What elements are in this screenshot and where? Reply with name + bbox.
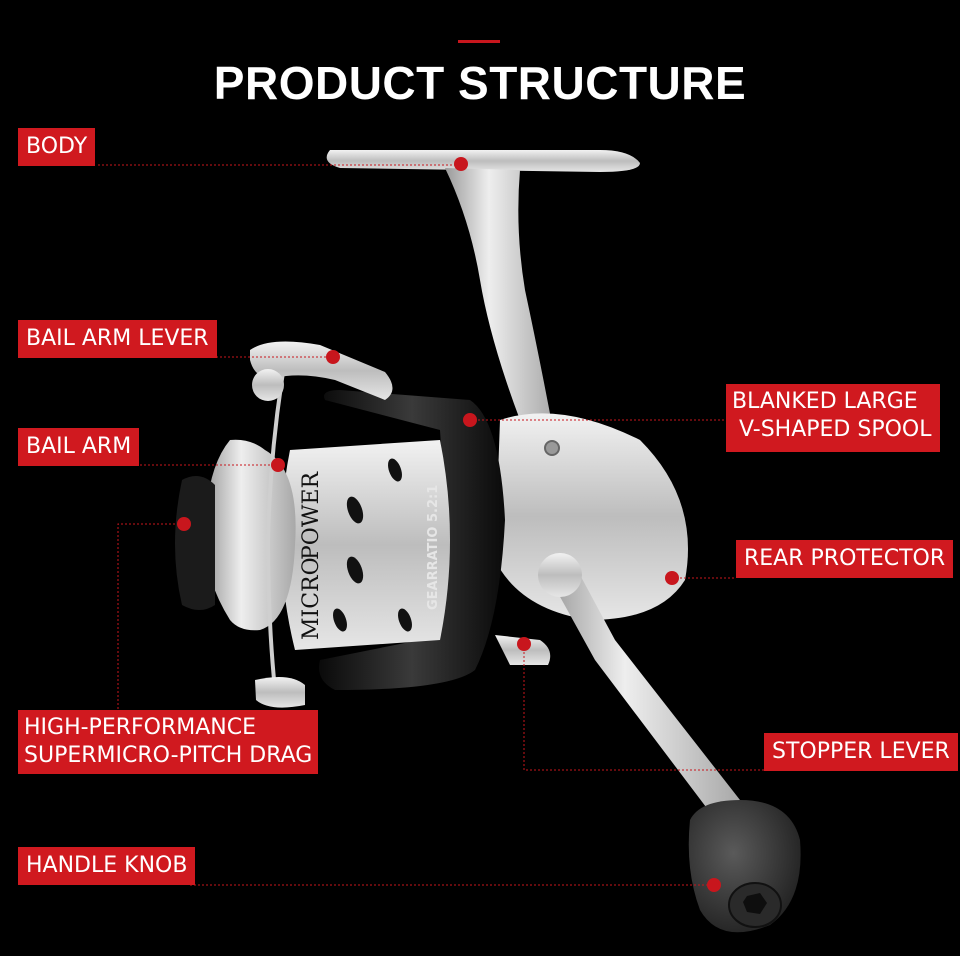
- reel-foot: [326, 150, 640, 172]
- page-title: PRODUCT STRUCTURE: [213, 57, 747, 109]
- marker-spool: [463, 413, 477, 427]
- drag-knob: [175, 476, 215, 610]
- reel-stem: [445, 168, 555, 440]
- handle-arm: [548, 560, 740, 815]
- label-body: BODY: [18, 128, 96, 166]
- marker-stopper: [517, 637, 531, 651]
- spool-holes: [333, 458, 412, 632]
- spool-skirt: [281, 440, 450, 650]
- marker-bail-arm: [271, 458, 285, 472]
- label-stopper-lever: STOPPER LEVER: [764, 733, 958, 771]
- rotor-cup: [319, 390, 505, 690]
- marker-bail-lever: [326, 350, 340, 364]
- marker-dots: [177, 157, 721, 892]
- marker-body: [454, 157, 468, 171]
- reel-brand-line-1: MICRO: [299, 557, 324, 640]
- label-rear-protector: REAR PROTECTOR: [736, 540, 954, 578]
- marker-drag: [177, 517, 191, 531]
- housing-screw: [544, 440, 560, 456]
- bail-lever: [250, 341, 393, 400]
- reel-gear-ratio: GEARRATIO 5.2:1: [426, 485, 441, 610]
- front-spool: [205, 439, 296, 631]
- label-bail-arm: BAIL ARM: [18, 428, 140, 466]
- gear-housing: [495, 413, 688, 620]
- label-spool: BLANKED LARGE V-SHAPED SPOOL: [726, 384, 940, 452]
- label-handle-knob: HANDLE KNOB: [18, 847, 196, 885]
- label-drag: HIGH-PERFORMANCE SUPERMICRO-PITCH DRAG: [18, 710, 319, 774]
- leader-lines: [98, 164, 764, 886]
- marker-rear-protector: [665, 571, 679, 585]
- title-accent-bar: [458, 40, 500, 43]
- marker-handle-knob: [707, 878, 721, 892]
- bail-wire: [265, 359, 287, 691]
- handle-hub: [538, 553, 582, 597]
- reel-brand-line-2: POWER: [299, 470, 324, 560]
- label-bail-arm-lever: BAIL ARM LEVER: [18, 320, 217, 358]
